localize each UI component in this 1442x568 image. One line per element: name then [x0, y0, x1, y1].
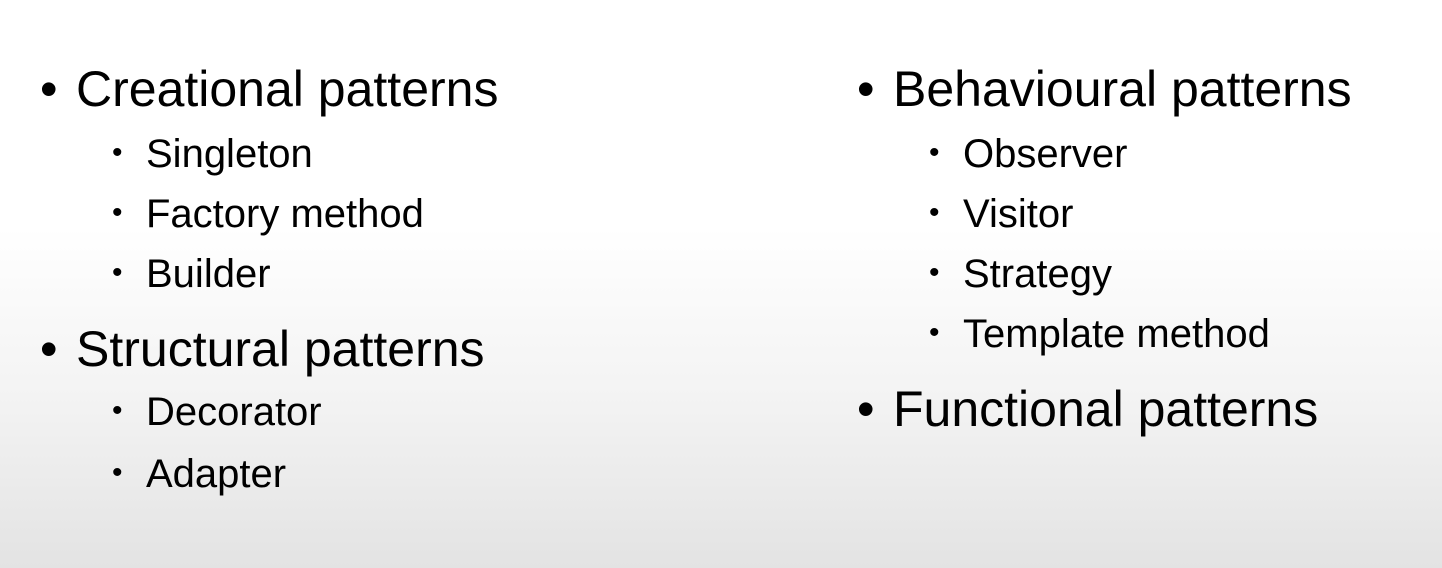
left-column: • Creational patterns • Singleton • Fact…: [0, 0, 640, 568]
bullet-icon: •: [112, 394, 123, 427]
sub-item-label: Factory method: [146, 192, 424, 236]
bullet-icon: •: [40, 61, 58, 117]
right-column: • Behavioural patterns • Observer • Visi…: [817, 0, 1442, 568]
sub-item-label: Adapter: [146, 452, 287, 496]
bullet-icon: •: [40, 321, 58, 377]
heading-label: Creational patterns: [76, 61, 499, 117]
heading-label: Functional patterns: [893, 381, 1319, 437]
sub-item-label: Decorator: [146, 390, 322, 434]
bullet-icon: •: [112, 456, 123, 489]
bullet-icon: •: [929, 256, 940, 289]
sub-item-label: Singleton: [146, 132, 313, 176]
bullet-icon: •: [112, 196, 123, 229]
heading-label: Structural patterns: [76, 321, 485, 377]
bullet-icon: •: [857, 61, 875, 117]
bullet-icon: •: [929, 196, 940, 229]
bullet-icon: •: [929, 136, 940, 169]
sub-item-label: Observer: [963, 132, 1128, 176]
sub-item-label: Strategy: [963, 252, 1112, 296]
bullet-icon: •: [112, 256, 123, 289]
bullet-icon: •: [112, 136, 123, 169]
bullet-icon: •: [857, 381, 875, 437]
sub-item-label: Builder: [146, 252, 271, 296]
sub-item-label: Template method: [963, 312, 1270, 356]
sub-item-label: Visitor: [963, 192, 1074, 236]
heading-label: Behavioural patterns: [893, 61, 1352, 117]
bullet-icon: •: [929, 316, 940, 349]
